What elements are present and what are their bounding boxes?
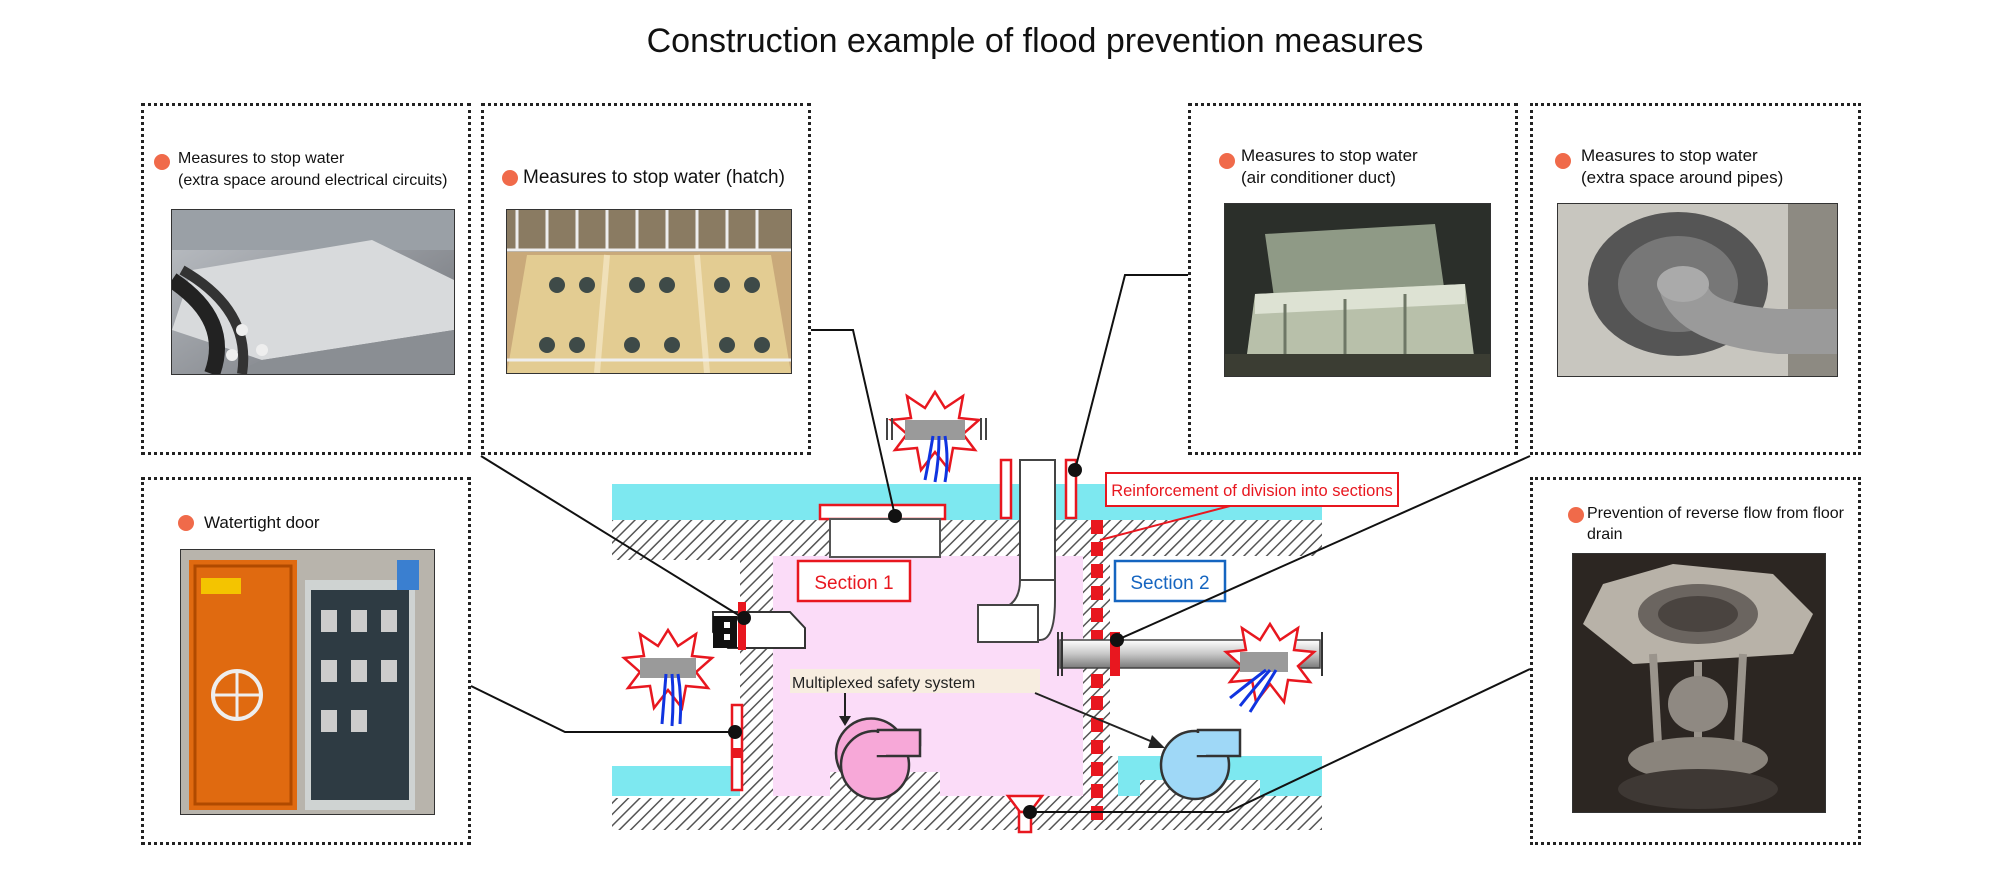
panel-caption-line1: Watertight door [204, 513, 320, 532]
panel-caption-line2: (air conditioner duct) [1241, 168, 1396, 187]
air-duct-elbow [977, 579, 1056, 641]
reinforcement-label-box [1105, 472, 1399, 507]
panel-pipes: Measures to stop water (extra space arou… [1530, 103, 1861, 455]
circle-bullet [178, 515, 194, 531]
panel-caption-line1: Prevention of reverse flow from floor [1587, 505, 1844, 522]
electrical-circuit-photo [171, 209, 455, 375]
panel-air-conditioner-duct: Measures to stop water (air conditioner … [1188, 103, 1518, 455]
panel-caption-line1: Measures to stop water [1581, 146, 1758, 165]
panel-caption-line2: (extra space around electrical circuits) [178, 172, 448, 189]
circle-bullet [1555, 153, 1571, 169]
connector-dot-duct [1068, 463, 1082, 477]
air-duct-vertical [1019, 459, 1056, 581]
leak-burst-top [886, 389, 987, 483]
leak-burst-left [621, 627, 715, 727]
hatch-cover [818, 503, 947, 521]
panel-caption-line2: (extra space around pipes) [1581, 168, 1784, 187]
multiplexed-label-box [790, 669, 1040, 693]
panel-caption-line1: Measures to stop water [1241, 146, 1418, 165]
horizontal-pipe [1059, 639, 1321, 669]
connector-dot-door [728, 725, 742, 739]
panel-hatch: Measures to stop water (hatch) [481, 103, 811, 455]
leak-burst-right [1223, 621, 1317, 713]
floor-drain-symbol [1005, 794, 1045, 814]
connector-pipes [1116, 455, 1531, 641]
reinforcement-label: Reinforcement of division into sections [1111, 482, 1393, 500]
pipe-seal [1110, 632, 1120, 676]
connector-dot-electrical [737, 611, 751, 625]
duct-photo [1224, 203, 1491, 377]
panel-caption-line2: drain [1587, 526, 1623, 543]
panel-caption-line1: Measures to stop water (hatch) [523, 167, 785, 188]
panel-watertight-door: Watertight door [141, 477, 471, 845]
floor-pedestal-1 [830, 772, 940, 796]
circle-bullet [502, 170, 518, 186]
concrete-walls [612, 520, 1322, 830]
section-1-label: Section 1 [814, 573, 893, 594]
panel-floor-drain: Prevention of reverse flow from floor dr… [1530, 477, 1861, 845]
pump-section-2 [1159, 728, 1242, 801]
hatch-photo [506, 209, 792, 374]
circle-bullet [1219, 153, 1235, 169]
water-level-section-2 [1115, 756, 1322, 796]
door-photo [180, 549, 435, 815]
connector-dot-hatch [888, 509, 902, 523]
panel-caption-line1: Measures to stop water [178, 150, 345, 167]
duct-seal-right [1064, 458, 1078, 520]
section-2-label-box [1113, 559, 1227, 603]
connector-duct [1074, 274, 1188, 471]
section-1-label-box [796, 559, 912, 603]
duct-seal-left [999, 458, 1013, 520]
section-2-label: Section 2 [1130, 573, 1209, 594]
room-section-1 [773, 556, 1083, 796]
connector-electrical [480, 455, 741, 617]
page-title: Construction example of flood prevention… [646, 22, 1424, 60]
floor-pedestal-2 [1140, 780, 1260, 796]
pipe-photo [1557, 203, 1838, 377]
multiplexed-label: Multiplexed safety system [792, 675, 975, 692]
electrical-conduit-box [712, 611, 806, 649]
water-level-top [612, 484, 1322, 520]
connector-door [470, 685, 735, 733]
connector-dot-drain [1023, 805, 1037, 819]
connector-dot-pipes [1110, 633, 1124, 647]
connector-drain [1030, 668, 1531, 813]
connector-hatch [811, 329, 896, 517]
watertight-door-symbol [730, 703, 744, 792]
circle-bullet [154, 154, 170, 170]
conduit-seal [738, 602, 746, 650]
room-section-2 [1110, 556, 1322, 756]
circle-bullet [1568, 507, 1584, 523]
drain-valve-photo [1572, 553, 1826, 813]
water-level-left [612, 766, 740, 796]
panel-electrical-circuits: Measures to stop water (extra space arou… [141, 103, 471, 455]
pump-section-1 [834, 717, 922, 801]
